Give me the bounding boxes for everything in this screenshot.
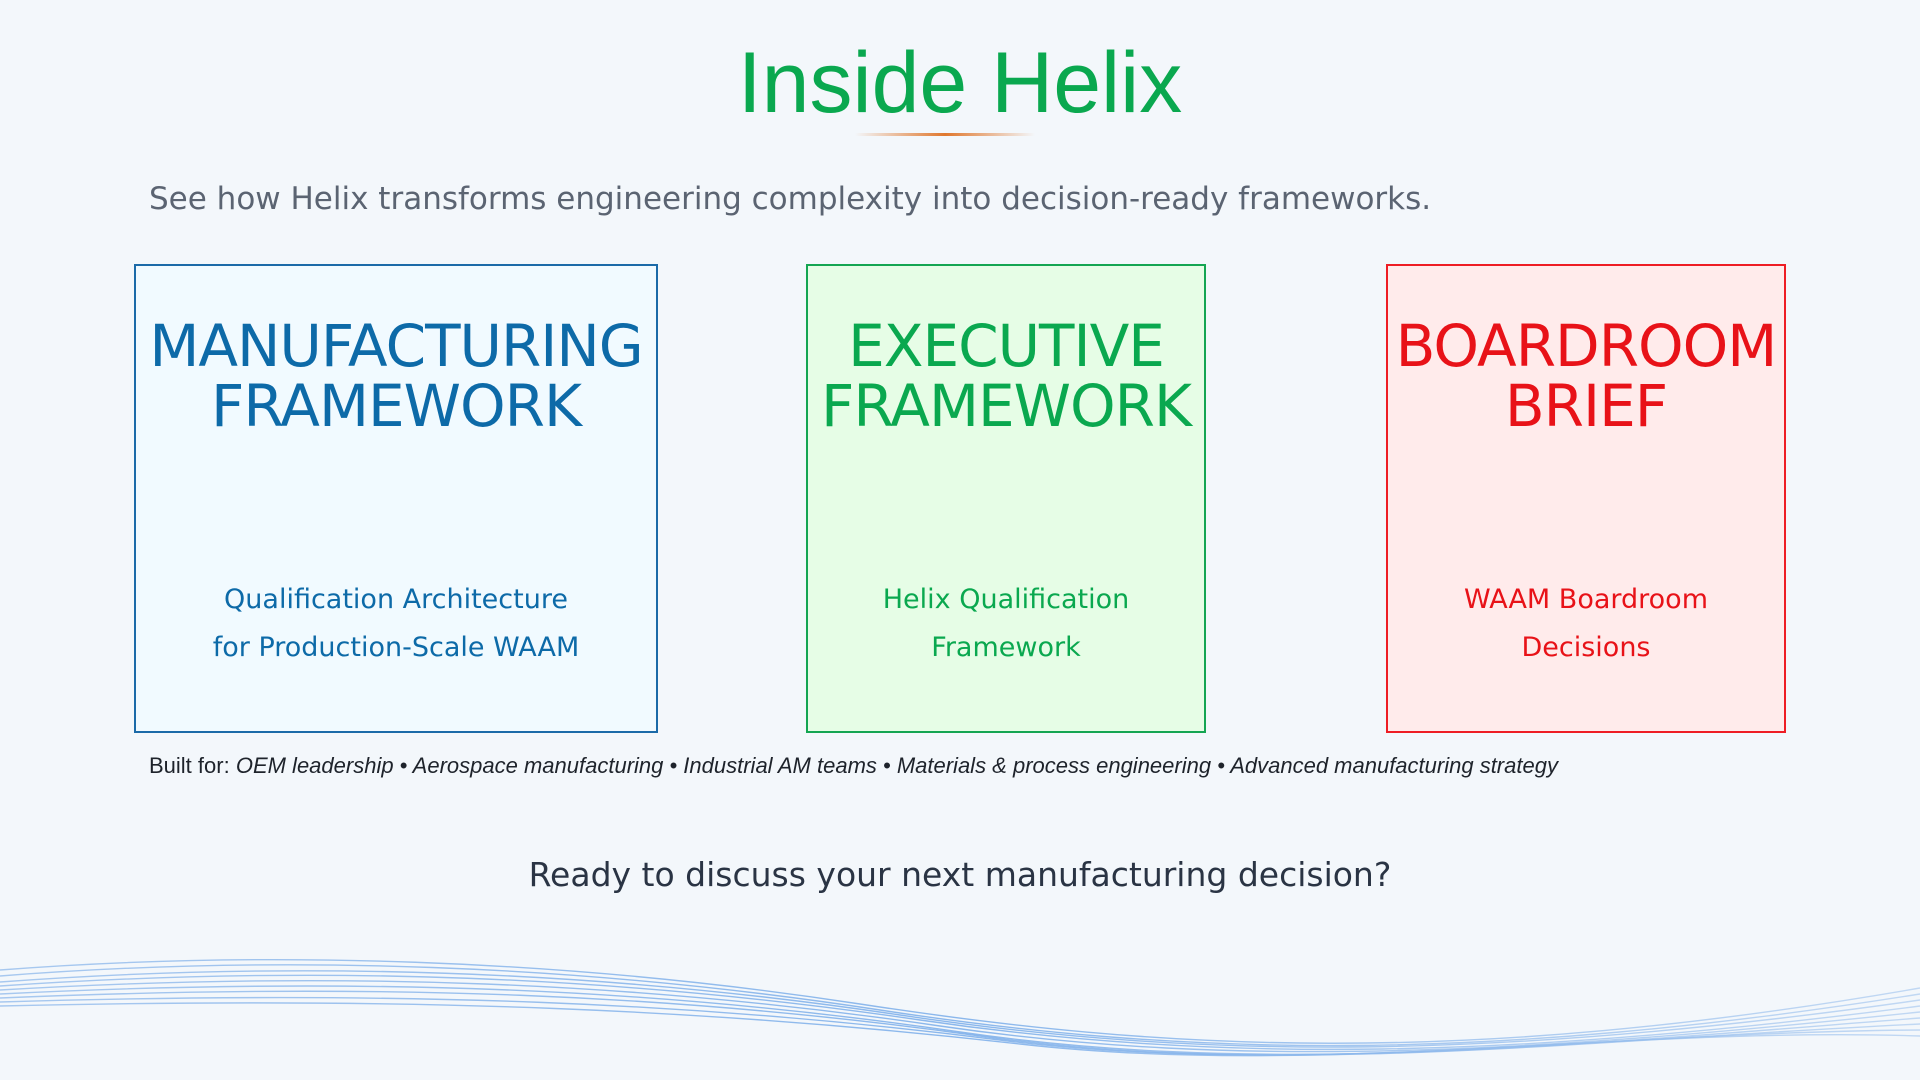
built-for-label: Built for:: [149, 753, 230, 778]
card-description-line: WAAM Boardroom: [1464, 584, 1708, 615]
card-description-line: Qualification Architecture: [224, 584, 568, 615]
call-to-action: Ready to discuss your next manufacturing…: [528, 855, 1392, 894]
card-heading-line: MANUFACTURING: [149, 312, 643, 380]
built-for-line: Built for: OEM leadership • Aerospace ma…: [149, 753, 1849, 779]
card-heading-line: EXECUTIVE: [848, 312, 1165, 380]
card-description: Qualification Architecture for Productio…: [136, 576, 656, 672]
built-for-audience: OEM leadership • Aerospace manufacturing…: [235, 753, 1558, 778]
card-heading: EXECUTIVE FRAMEWORK: [808, 316, 1204, 436]
page-title: Inside Helix: [737, 35, 1183, 131]
card-description: Helix Qualification Framework: [808, 576, 1204, 672]
card-description-line: for Production-Scale WAAM: [212, 632, 580, 663]
card-heading-line: BRIEF: [1504, 372, 1668, 440]
card-manufacturing-framework[interactable]: MANUFACTURING FRAMEWORK Qualification Ar…: [134, 264, 658, 733]
card-executive-framework[interactable]: EXECUTIVE FRAMEWORK Helix Qualification …: [806, 264, 1206, 733]
card-heading: MANUFACTURING FRAMEWORK: [136, 316, 656, 436]
card-heading-line: FRAMEWORK: [820, 372, 1192, 440]
title-underline: [855, 133, 1035, 136]
card-boardroom-brief[interactable]: BOARDROOM BRIEF WAAM Boardroom Decisions: [1386, 264, 1786, 733]
card-heading-line: FRAMEWORK: [210, 372, 582, 440]
page-subtitle: See how Helix transforms engineering com…: [149, 181, 1432, 217]
card-description-line: Decisions: [1521, 632, 1651, 663]
decorative-waves: [0, 959, 1920, 1057]
card-heading: BOARDROOM BRIEF: [1388, 316, 1784, 436]
card-description: WAAM Boardroom Decisions: [1388, 576, 1784, 672]
card-description-line: Helix Qualification: [882, 584, 1130, 615]
card-description-line: Framework: [931, 632, 1081, 663]
card-heading-line: BOARDROOM: [1395, 312, 1778, 380]
